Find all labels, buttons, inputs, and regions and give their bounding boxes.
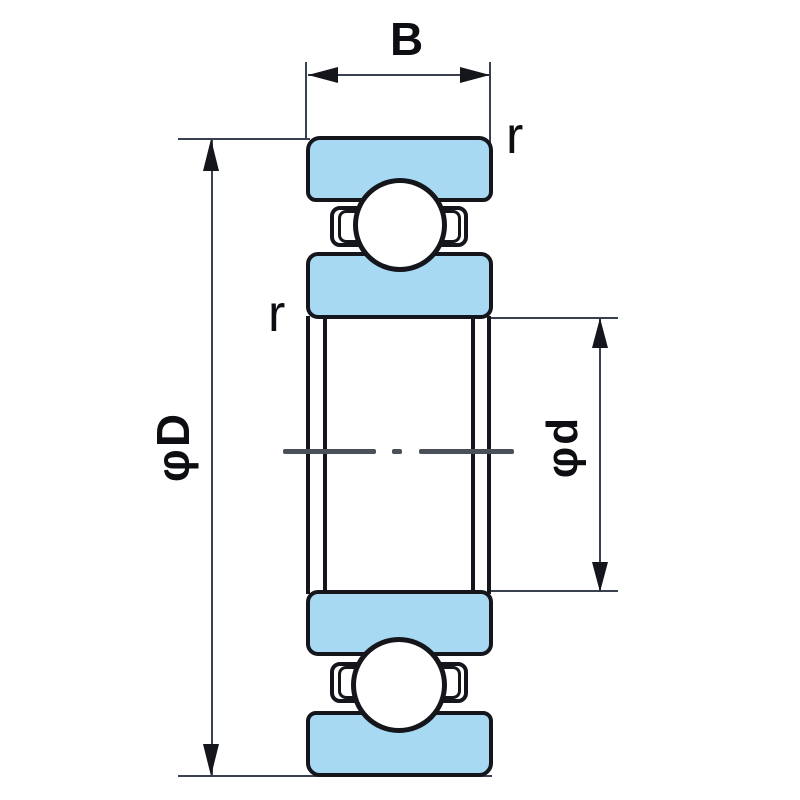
bore-line-left-outer — [306, 316, 310, 594]
centerline-dash-right — [419, 449, 514, 454]
bore-chamfer-line-left — [323, 316, 327, 594]
width-dimension-line — [308, 74, 490, 76]
inner-diameter-dimension-line — [599, 318, 601, 592]
width-extension-line-right — [489, 62, 491, 152]
width-arrow-left-icon — [308, 67, 338, 83]
ball-top — [353, 178, 447, 272]
centerline-dash-left — [283, 449, 376, 454]
ball-bottom — [351, 637, 447, 733]
outer-diameter-arrow-up-icon — [203, 139, 219, 171]
inner-diameter-arrow-up-icon — [592, 318, 608, 348]
bore-chamfer-line-right — [471, 316, 475, 594]
outer-diameter-dimension-line — [211, 139, 213, 776]
inner-diameter-extension-line-top — [490, 317, 618, 319]
width-arrow-right-icon — [460, 67, 490, 83]
bore-line-right-outer — [487, 316, 491, 594]
corner-radius-label-left: r — [268, 285, 286, 343]
centerline-dot — [392, 449, 402, 454]
inner-diameter-extension-line-bottom — [487, 590, 618, 592]
inner-diameter-label: φd — [538, 415, 587, 479]
width-extension-line-left — [305, 62, 307, 138]
inner-diameter-arrow-down-icon — [592, 562, 608, 592]
corner-radius-label-top: r — [506, 107, 524, 165]
outer-diameter-extension-line-top — [178, 138, 310, 140]
width-dimension-label: B — [390, 13, 424, 65]
outer-diameter-arrow-down-icon — [203, 744, 219, 776]
outer-diameter-label: φD — [147, 411, 199, 483]
